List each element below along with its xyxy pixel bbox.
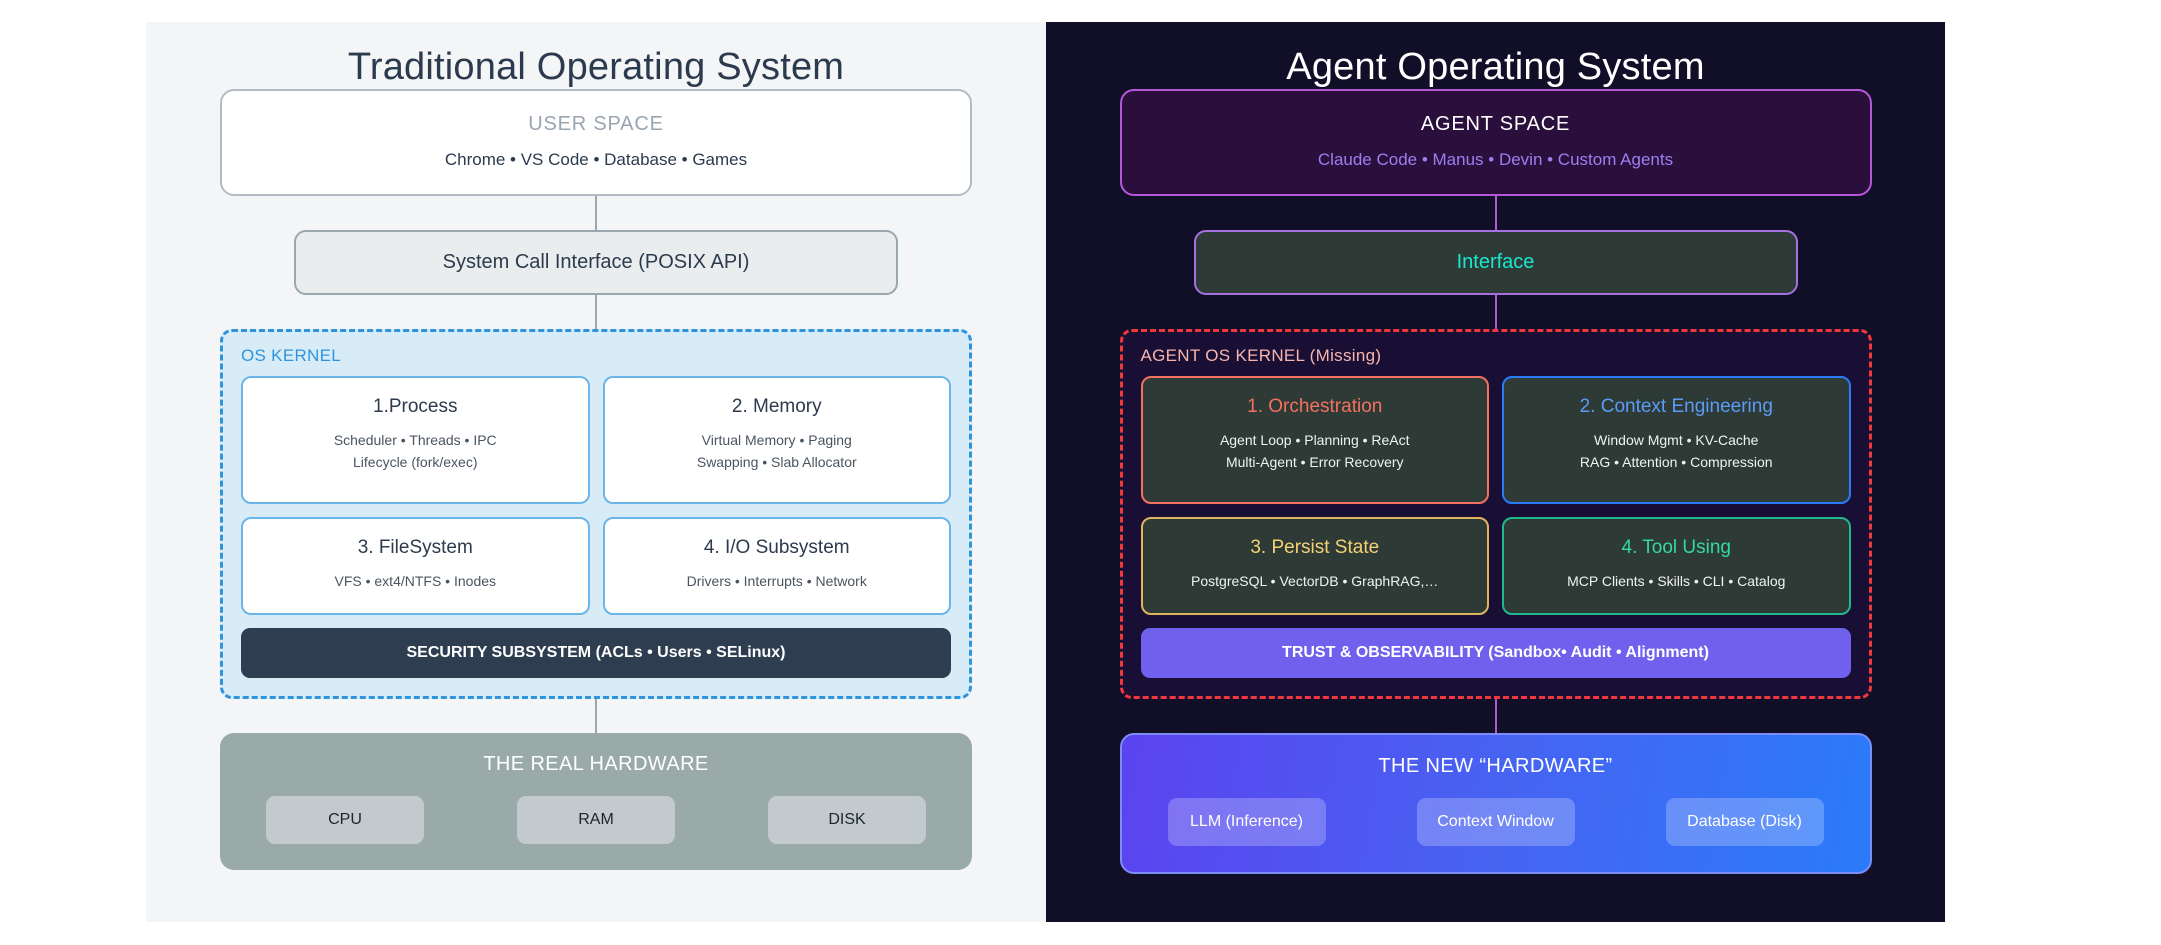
connector-kernel-newhardware: [1494, 698, 1497, 733]
hardware-chip-cpu: CPU: [266, 795, 424, 844]
agent-card-line: RAG • Attention • Compression: [1579, 453, 1773, 470]
connector-userspace-syscall: [595, 196, 597, 230]
connector-kernel-hardware: [595, 698, 597, 733]
agent-os-panel: Agent Operating System AGENT SPACE Claud…: [1046, 22, 1945, 922]
user-space-title: USER SPACE: [528, 113, 664, 135]
real-hardware-title: THE REAL HARDWARE: [483, 752, 709, 775]
kernel-card-line: Virtual Memory • Paging: [701, 432, 852, 448]
agent-card-title: 3. Persist State: [1250, 537, 1380, 558]
real-hardware-box: THE REAL HARDWARE CPU RAM DISK: [220, 732, 972, 870]
kernel-card-filesystem: 3. FileSystem VFS • ext4/NTFS • Inodes: [241, 517, 590, 615]
trust-observability-bar: TRUST & OBSERVABILITY (Sandbox• Audit • …: [1140, 627, 1851, 678]
agent-card-line: Multi-Agent • Error Recovery: [1225, 453, 1404, 470]
kernel-card-io-subsystem: 4. I/O Subsystem Drivers • Interrupts • …: [602, 517, 951, 615]
kernel-card-title: 2. Memory: [731, 396, 822, 417]
kernel-card-line: Swapping • Slab Allocator: [696, 453, 857, 470]
security-subsystem-bar: SECURITY SUBSYSTEM (ACLs • Users • SELin…: [241, 627, 951, 678]
kernel-card-title: 3. FileSystem: [357, 537, 473, 558]
page-title-traditional: Traditional Operating System: [347, 46, 845, 88]
os-kernel-label: OS KERNEL: [241, 346, 342, 365]
traditional-stack: USER SPACE Chrome • VS Code • Database •…: [220, 89, 972, 870]
agent-space-subtitle: Claude Code • Manus • Devin • Custom Age…: [1317, 150, 1674, 169]
os-kernel-grid: 1.Process Scheduler • Threads • IPC Life…: [241, 376, 951, 615]
agent-card-orchestration: 1. Orchestration Agent Loop • Planning •…: [1140, 376, 1489, 504]
user-space-box: USER SPACE Chrome • VS Code • Database •…: [220, 89, 972, 196]
agent-card-line: Agent Loop • Planning • ReAct: [1219, 432, 1410, 448]
agent-card-persist-state: 3. Persist State PostgreSQL • VectorDB •…: [1140, 517, 1489, 615]
kernel-card-memory: 2. Memory Virtual Memory • Paging Swappi…: [602, 376, 951, 504]
agent-card-line: Window Mgmt • KV-Cache: [1594, 432, 1759, 448]
system-call-interface-bar: System Call Interface (POSIX API): [294, 230, 898, 295]
new-hardware-title: THE NEW “HARDWARE”: [1378, 754, 1613, 777]
kernel-card-line: VFS • ext4/NTFS • Inodes: [334, 573, 497, 589]
agent-kernel-grid: 1. Orchestration Agent Loop • Planning •…: [1140, 376, 1851, 615]
traditional-os-panel: Traditional Operating System USER SPACE …: [146, 22, 1046, 922]
connector-agentspace-interface: [1494, 196, 1497, 230]
hardware-chip-context-window: Context Window: [1416, 797, 1575, 846]
agent-space-title: AGENT SPACE: [1420, 113, 1571, 135]
hardware-chip-database: Database (Disk): [1665, 797, 1824, 846]
connector-interface-kernel: [1494, 295, 1497, 329]
kernel-card-process: 1.Process Scheduler • Threads • IPC Life…: [241, 376, 590, 504]
agent-os-kernel-region: AGENT OS KERNEL (Missing) 1. Orchestrati…: [1119, 329, 1872, 699]
real-hardware-chips: CPU RAM DISK: [242, 795, 950, 844]
agent-card-tool-using: 4. Tool Using MCP Clients • Skills • CLI…: [1502, 517, 1851, 615]
hardware-chip-llm: LLM (Inference): [1167, 797, 1326, 846]
kernel-card-title: 1.Process: [373, 396, 458, 417]
agent-card-title: 1. Orchestration: [1247, 396, 1383, 417]
new-hardware-box: THE NEW “HARDWARE” LLM (Inference) Conte…: [1119, 732, 1872, 874]
kernel-card-line: Drivers • Interrupts • Network: [686, 573, 867, 589]
hardware-chip-disk: DISK: [768, 795, 926, 844]
new-hardware-chips: LLM (Inference) Context Window Database …: [1144, 797, 1848, 846]
agent-card-line: MCP Clients • Skills • CLI • Catalog: [1567, 573, 1786, 589]
user-space-subtitle: Chrome • VS Code • Database • Games: [444, 150, 748, 169]
agent-stack: AGENT SPACE Claude Code • Manus • Devin …: [1119, 89, 1872, 874]
kernel-card-line: Scheduler • Threads • IPC: [333, 432, 497, 448]
agent-space-box: AGENT SPACE Claude Code • Manus • Devin …: [1119, 89, 1872, 196]
agent-os-kernel-label: AGENT OS KERNEL (Missing): [1140, 346, 1382, 365]
connector-syscall-kernel: [595, 295, 597, 329]
hardware-chip-ram: RAM: [517, 795, 675, 844]
kernel-card-line: Lifecycle (fork/exec): [353, 453, 478, 470]
agent-card-title: 2. Context Engineering: [1579, 396, 1773, 417]
os-kernel-region: OS KERNEL 1.Process Scheduler • Threads …: [220, 329, 972, 699]
agent-card-line: PostgreSQL • VectorDB • GraphRAG,…: [1191, 573, 1439, 589]
agent-card-context-engineering: 2. Context Engineering Window Mgmt • KV-…: [1502, 376, 1851, 504]
kernel-card-title: 4. I/O Subsystem: [703, 537, 850, 558]
agent-card-title: 4. Tool Using: [1621, 537, 1732, 558]
page-title-agent: Agent Operating System: [1286, 46, 1705, 88]
agent-interface-bar: Interface: [1193, 230, 1798, 295]
